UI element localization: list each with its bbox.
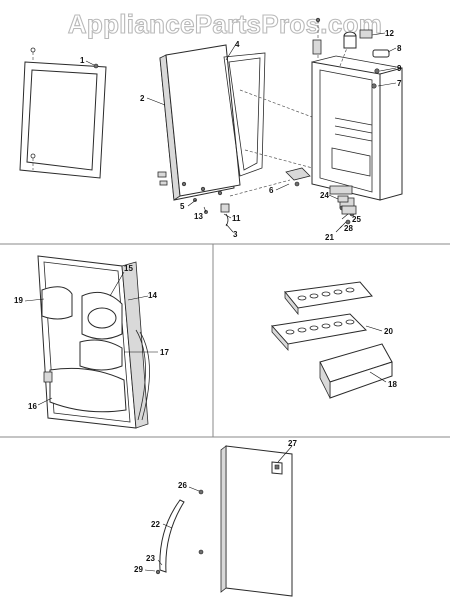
freezer-door-panel [220,445,293,597]
callout-23: 23 [146,554,155,563]
callout-29: 29 [134,565,143,574]
leader-lines-middle-right [365,325,387,383]
callout-27: 27 [288,439,297,448]
callout-19: 19 [14,296,23,305]
top-hinge-hardware [312,17,390,89]
callout-1: 1 [80,56,85,65]
callout-14: 14 [148,291,157,300]
callout-17: 17 [160,348,169,357]
inner-door-liner [37,255,150,429]
callout-9: 9 [397,64,402,73]
callout-20: 20 [384,327,393,336]
callout-28: 28 [344,224,353,233]
leader-lines-top [85,32,397,233]
callout-25: 25 [352,215,361,224]
bottom-hinge-parts [285,167,357,225]
ice-bucket [319,343,393,399]
callout-13: 13 [194,212,203,221]
leader-lines-middle-left [24,271,158,406]
leader-lines-bottom [144,445,293,572]
refrigerator-cabinet [311,55,403,217]
callout-5: 5 [180,202,185,211]
callout-22: 22 [151,520,160,529]
outer-door-panel [159,44,241,201]
callout-24: 24 [320,191,329,200]
callout-18: 18 [388,380,397,389]
ice-tray-set [271,281,373,352]
callout-26: 26 [178,481,187,490]
callout-16: 16 [28,402,37,411]
door-handle [155,489,204,575]
door-frame-part [19,47,107,179]
callout-6: 6 [269,186,274,195]
callout-12: 12 [385,29,394,38]
callout-7: 7 [397,79,402,88]
door-gasket [223,52,266,177]
callout-8: 8 [397,44,402,53]
callout-2: 2 [140,94,145,103]
watermark-logo: AppliancePartsPros.com [68,9,382,39]
callout-3: 3 [233,230,238,239]
callout-4: 4 [235,40,240,49]
callout-15: 15 [124,264,133,273]
callout-21: 21 [325,233,334,242]
callout-11: 11 [232,214,241,223]
